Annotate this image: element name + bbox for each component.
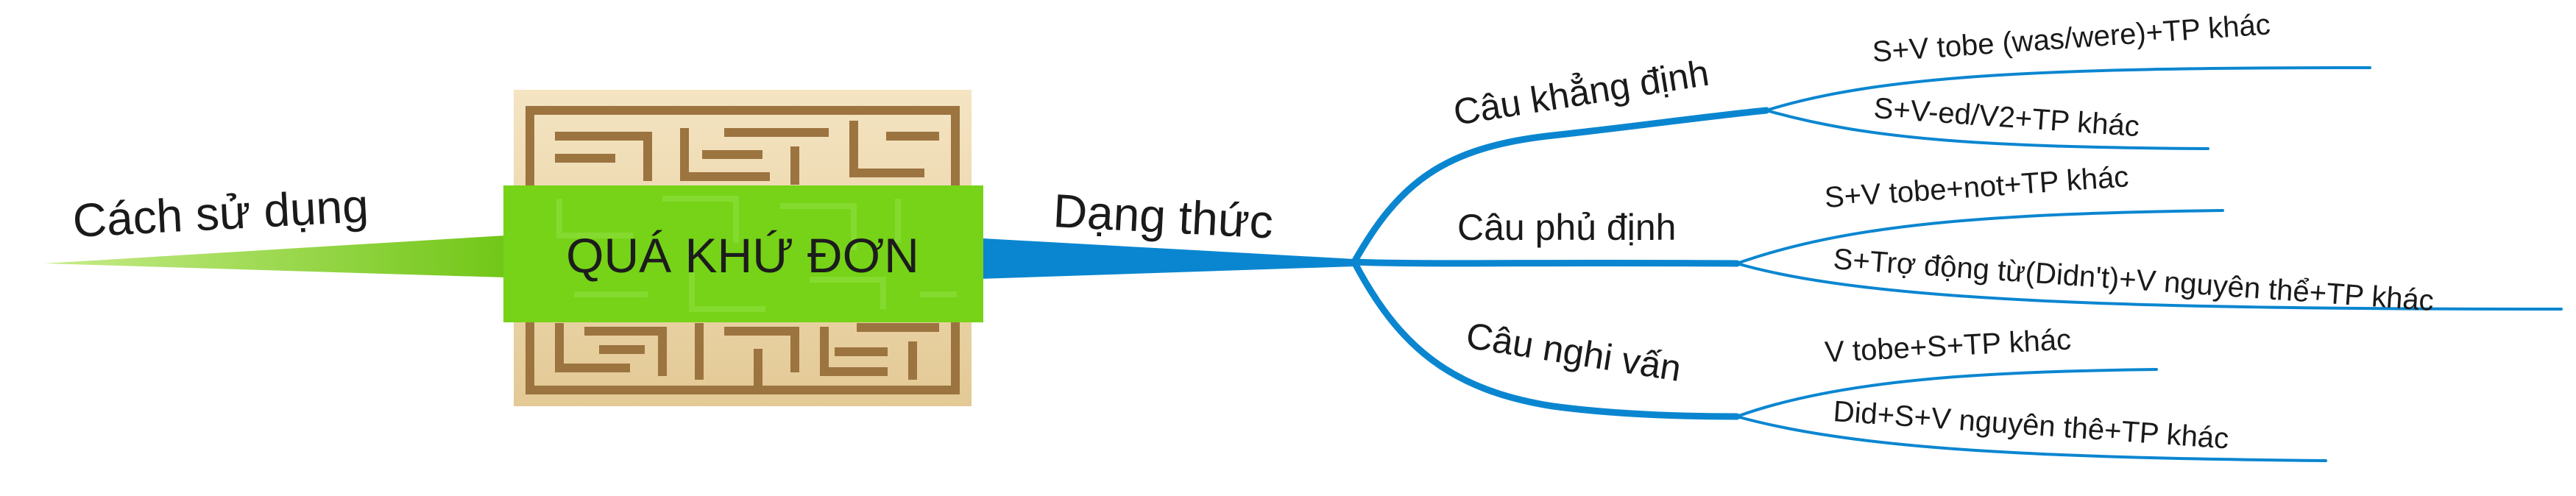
leaf-int-2[interactable]: Did+S+V nguyên thê+TP khác [1832,395,2229,455]
center-title: QUÁ KHỨ ĐƠN [566,228,919,283]
left-branch-shape [44,234,530,278]
left-branch-label[interactable]: Cách sử dụng [71,179,369,247]
level2-curves [1351,107,1770,420]
leaf-neg-2[interactable]: S+Trợ động từ(Didn't)+V nguyên thể+TP kh… [1832,243,2435,317]
maze-icon [526,106,960,394]
center-band-maze-lines [556,196,957,312]
leaf-aff-1[interactable]: S+V tobe (was/were)+TP khác [1872,8,2271,68]
curve-affirmative [1351,107,1770,266]
curve-int-2 [1735,415,2327,462]
curve-neg-2 [1735,262,2563,311]
right-branch-shape [957,237,1354,280]
right-branch-label[interactable]: Dạng thức [1052,184,1274,249]
leaf-neg-1[interactable]: S+V tobe+not+TP khác [1824,160,2130,214]
level3-curves [1735,66,2563,462]
leaf-int-1[interactable]: V tobe+S+TP khác [1824,324,2072,369]
curve-negative [1351,258,1741,267]
node-negative[interactable]: Câu phủ định [1457,207,1676,248]
curve-aff-1 [1765,66,2371,112]
curve-neg-1 [1735,209,2224,265]
curve-aff-2 [1765,109,2209,150]
curve-interrogative [1351,258,1741,420]
central-topic[interactable]: QUÁ KHỨ ĐƠN [503,90,983,406]
node-interrogative[interactable]: Câu nghi vấn [1463,315,1684,389]
leaf-aff-2[interactable]: S+V-ed/V2+TP khác [1872,92,2140,143]
center-band [503,185,983,322]
curve-int-1 [1735,368,2158,418]
